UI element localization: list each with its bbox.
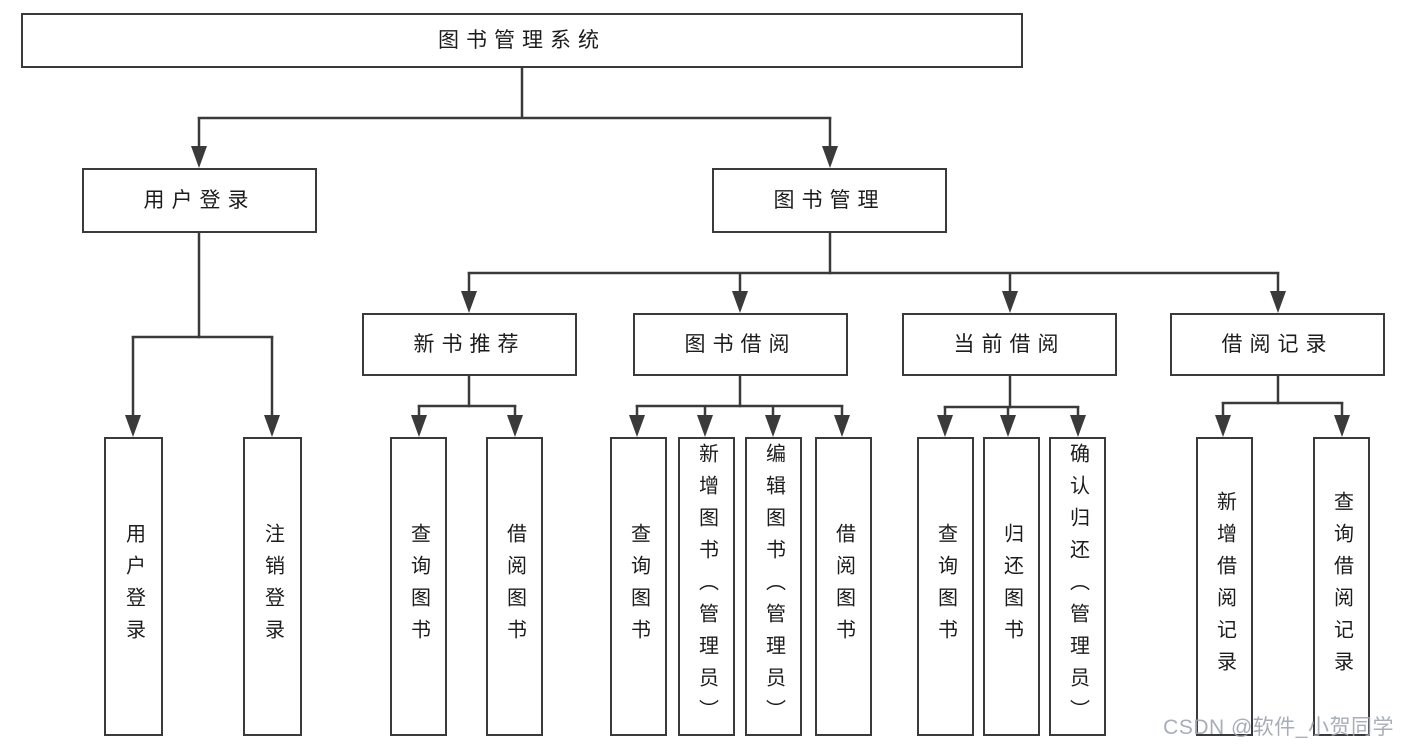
leaf-borrow-books-recommendation: 借阅图书: [486, 437, 543, 736]
node-label: 注销登录: [261, 522, 284, 651]
node-label: 借阅图书: [832, 522, 855, 651]
leaf-query-books-recommendation: 查询图书: [390, 437, 447, 736]
node-label: 借阅图书: [503, 522, 526, 651]
node-current-borrowing: 当前借阅: [902, 313, 1117, 376]
node-label: 用户登录: [143, 189, 256, 212]
node-user-login: 用户登录: [82, 168, 317, 233]
leaf-user-login: 用户登录: [104, 437, 163, 736]
node-label: 查询图书: [627, 522, 650, 651]
node-label: 编辑图书（管理员）: [762, 442, 785, 731]
node-label: 借阅记录: [1221, 333, 1334, 356]
node-book-management: 图书管理: [712, 168, 947, 233]
node-book-borrowing: 图书借阅: [633, 313, 848, 376]
leaf-query-books-current: 查询图书: [917, 437, 974, 736]
leaf-query-books-borrowing: 查询图书: [610, 437, 667, 736]
leaf-add-books-admin: 新增图书（管理员）: [678, 437, 735, 736]
node-label: 新增借阅记录: [1213, 490, 1236, 683]
node-label: 图书管理系统: [438, 29, 606, 52]
leaf-query-borrow-record: 查询借阅记录: [1313, 437, 1370, 736]
leaf-confirm-return-admin: 确认归还（管理员）: [1049, 437, 1106, 736]
node-label: 确认归还（管理员）: [1066, 442, 1089, 731]
leaf-return-books: 归还图书: [983, 437, 1040, 736]
leaf-add-borrow-record: 新增借阅记录: [1196, 437, 1253, 736]
leaf-borrow-books-borrowing: 借阅图书: [815, 437, 872, 736]
leaf-edit-books-admin: 编辑图书（管理员）: [745, 437, 802, 736]
node-library-management-system: 图书管理系统: [21, 13, 1023, 68]
node-new-book-recommendation: 新书推荐: [362, 313, 577, 376]
node-label: 归还图书: [1000, 522, 1023, 651]
node-label: 当前借阅: [953, 333, 1066, 356]
node-label: 新增图书（管理员）: [695, 442, 718, 731]
node-label: 查询图书: [407, 522, 430, 651]
node-label: 查询图书: [934, 522, 957, 651]
leaf-logout-login: 注销登录: [243, 437, 302, 736]
node-label: 图书管理: [773, 189, 886, 212]
node-label: 图书借阅: [684, 333, 797, 356]
node-borrowing-records: 借阅记录: [1170, 313, 1385, 376]
node-label: 用户登录: [122, 522, 145, 651]
node-label: 新书推荐: [413, 333, 526, 356]
node-label: 查询借阅记录: [1330, 490, 1353, 683]
csdn-watermark: CSDN @软件_小贺同学: [1163, 716, 1394, 739]
